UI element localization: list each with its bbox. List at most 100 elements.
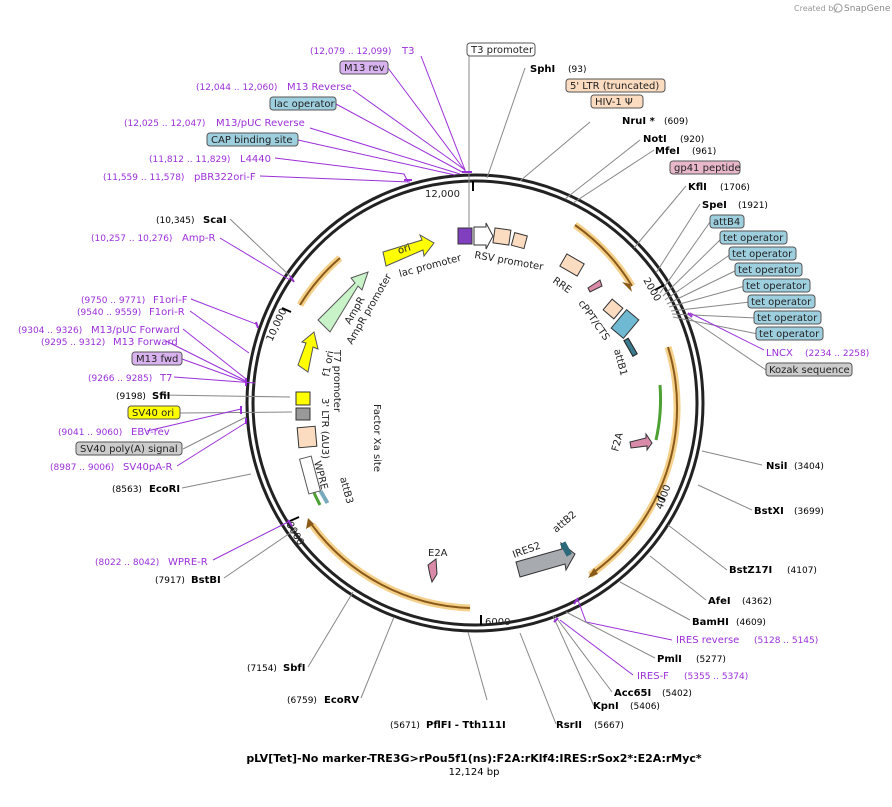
iresrev-label: IRES reverse <box>676 635 739 646</box>
ampr-range: (10,257 .. 10,276) <box>91 234 172 244</box>
to7-label: tet operator <box>759 329 820 340</box>
lncx-label: LNCX <box>766 348 793 359</box>
ltr3-block <box>296 425 318 449</box>
kfli-num: (1706) <box>720 183 750 193</box>
rsrii-num: (5667) <box>594 721 624 731</box>
wpre-block <box>298 455 322 495</box>
label-attb2: attB2 <box>551 509 579 535</box>
plasmid-name: pLV[Tet]-No marker-TRE3G>rPou5f1(ns):F2A… <box>246 752 702 765</box>
ecorv-label: EcoRV <box>324 695 359 706</box>
ecorv-num: (6759) <box>287 696 317 706</box>
arc-green <box>654 384 663 441</box>
kfli-label: KflI <box>688 182 707 193</box>
bstz17i-num: (4107) <box>787 566 817 576</box>
arc-ampr-orange <box>297 255 343 307</box>
primer-markers <box>240 171 693 623</box>
gp41-marker <box>587 279 603 293</box>
to4-box <box>742 278 811 293</box>
nrui-label: NruI * <box>622 116 656 127</box>
noti-num: (920) <box>680 135 704 145</box>
pmli-label: PmlI <box>657 654 682 665</box>
bstbi-label: BstBI <box>191 575 221 586</box>
attb3-block <box>318 489 330 505</box>
f1r-label: F1ori-R <box>149 307 185 318</box>
label-attb1: attB1 <box>611 348 629 377</box>
inner-features: ori <box>295 222 653 584</box>
hiv-block <box>510 232 528 250</box>
plasmid-size: 12,124 bp <box>449 767 500 778</box>
label-cppt: cPPT/CTS <box>576 298 612 342</box>
lacop-label: lac operator <box>274 99 335 110</box>
acc65i-label: Acc65I <box>614 688 651 699</box>
gp41-label: gp41 peptide <box>674 163 741 174</box>
to7-box <box>755 326 824 341</box>
ori-arrow <box>382 233 435 267</box>
iresf-range: (5355 .. 5374) <box>684 672 748 682</box>
to1-box <box>719 230 788 245</box>
brand-name: SnapGene <box>844 4 891 14</box>
kpni-label: KpnI <box>593 701 619 712</box>
wprer-range: (8022 .. 8042) <box>95 558 159 568</box>
label-e2a: E2A <box>428 548 448 559</box>
arc-rpou5f1 <box>572 222 635 288</box>
rre-block <box>559 253 585 277</box>
sbfi-label: SbfI <box>283 663 305 674</box>
ampr-label: Amp-R <box>182 233 216 244</box>
label-attb3: attB3 <box>337 476 355 505</box>
t7-label: T7 <box>159 373 172 384</box>
tick-12000: 12,000 <box>425 189 460 200</box>
kozak-box <box>765 362 853 377</box>
cap-box <box>206 132 299 147</box>
sv40ori-label: SV40 ori <box>132 408 174 419</box>
attb1-block <box>623 337 638 357</box>
lacop-box <box>269 96 337 111</box>
bstxi-num: (3699) <box>794 507 824 517</box>
lac-block <box>457 227 473 245</box>
tet-operator-block <box>610 308 640 340</box>
spei-num: (1921) <box>738 201 768 211</box>
m13rev-label: M13 rev <box>344 63 385 74</box>
sphi-num: (93) <box>568 65 586 75</box>
bstz17i-label: BstZ17I <box>729 565 772 576</box>
to3-box <box>734 262 803 277</box>
m13puc-range: (12,025 .. 12,047) <box>124 119 205 129</box>
inner-labels: lac promoter RSV promoter AmpR AmpR prom… <box>311 250 629 561</box>
l4440-range: (11,812 .. 11,829) <box>149 155 230 165</box>
t3p-label: T3 promoter <box>470 45 534 56</box>
ires2-arrow <box>515 541 576 578</box>
m13fwd-box <box>131 351 183 366</box>
cap-label: CAP binding site <box>211 135 293 146</box>
bstbi-num: (7917) <box>155 576 185 586</box>
ecori-num: (8563) <box>112 485 142 495</box>
sbfi-num: (7154) <box>247 664 277 674</box>
m13reverse-range: (12,044 .. 12,060) <box>196 83 277 93</box>
t3-label: T3 <box>401 46 414 57</box>
ltr5-label: 5' LTR (truncated) <box>570 81 659 92</box>
m13f-range: (9295 .. 9312) <box>41 338 105 348</box>
wprer-label: WPRE-R <box>168 557 208 568</box>
attb4-box <box>709 214 745 229</box>
sv40ori-block <box>295 391 311 406</box>
bstxi-label: BstXI <box>754 506 784 517</box>
sv40par-label: SV40pA-R <box>123 462 172 473</box>
nsii-num: (3404) <box>794 462 824 472</box>
to6-box <box>753 310 822 325</box>
label-f1-ori: f1 ori <box>321 350 336 378</box>
m13pucf-range: (9304 .. 9326) <box>18 326 82 336</box>
m13f-label: M13 Forward <box>113 337 178 348</box>
acc65i-num: (5402) <box>662 689 692 699</box>
scai-label: ScaI <box>203 215 227 226</box>
nrui-num: (609) <box>664 117 688 127</box>
left-labels: (12,079 .. 12,099) T3 M13 rev (12,044 ..… <box>18 46 506 731</box>
iresf-label: IRES-F <box>637 671 669 682</box>
afei-label: AfeI <box>708 596 731 607</box>
attb4-label: attB4 <box>713 217 740 228</box>
gp41-box <box>669 160 741 175</box>
ebv-label: EBV-rev <box>131 427 170 438</box>
attb2-block <box>560 541 572 557</box>
label-ori: ori <box>397 242 413 256</box>
noti-label: NotI <box>643 134 667 145</box>
to1-label: tet operator <box>723 233 784 244</box>
backbone <box>245 173 705 633</box>
ecori-label: EcoRI <box>149 484 180 495</box>
